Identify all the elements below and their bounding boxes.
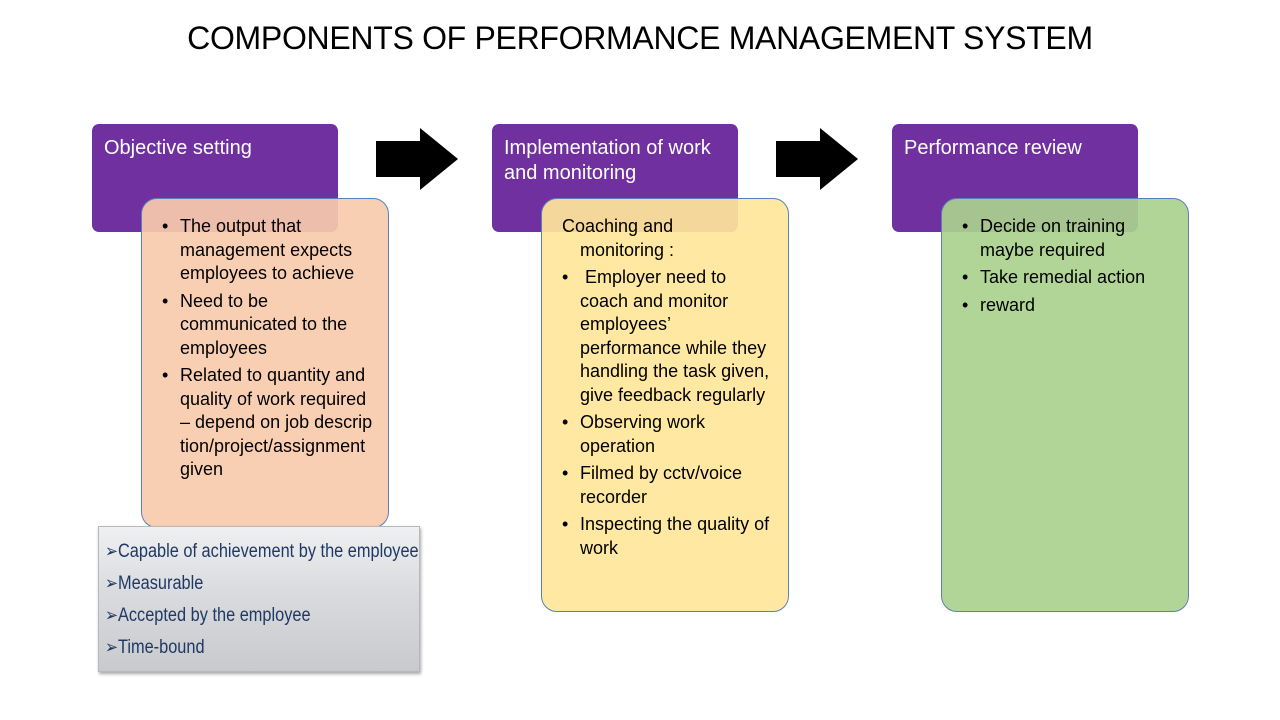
page-title: COMPONENTS OF PERFORMANCE MANAGEMENT SYS… [187,20,1093,56]
stage-box-objective-setting: The output that management expects emplo… [141,198,389,528]
objective-criteria-box: ➢Capable of achievement by the employee … [98,526,420,672]
coaching-intro-line2: monitoring : [580,239,675,260]
arrowhead-bullet-icon: ➢ [105,573,118,593]
stage-box-implementation: Coaching and monitoring : Employer need … [541,198,789,612]
criteria-item: ➢Capable of achievement by the employee [105,535,419,567]
criteria-item-label: Measurable [117,573,204,594]
criteria-item-label: Accepted by the employee [117,605,311,626]
stage-box-performance-review: Decide on training maybe required Take r… [941,198,1189,612]
list-item: Observing work operation [558,411,776,458]
criteria-item: ➢Time-bound [105,631,370,663]
list-item: Filmed by cctv/voice recorder [558,462,776,509]
list-item: Need to be communicated to the employees [158,290,376,361]
criteria-item-label: Time-bound [117,637,205,658]
arrowhead-bullet-icon: ➢ [105,541,118,561]
criteria-item-label: Capable of achievement by the employee [117,541,419,562]
right-arrow-icon [776,128,858,190]
stage-list: Employer need to coach and monitor emplo… [558,266,776,560]
coaching-intro-line1: Coaching and [562,216,674,236]
list-item: Decide on training maybe required [958,215,1176,262]
criteria-item: ➢Measurable [105,567,370,599]
arrowhead-bullet-icon: ➢ [105,605,118,625]
arrowhead-bullet-icon: ➢ [105,637,118,657]
list-item: Inspecting the quality of work [558,513,776,560]
list-item: Take remedial action [958,266,1176,290]
stage-list: Decide on training maybe required Take r… [958,215,1176,317]
criteria-item: ➢Accepted by the employee [105,599,370,631]
right-arrow-icon [376,128,458,190]
list-item: The output that management expects emplo… [158,215,376,286]
list-item: reward [958,294,1176,318]
stage-list: The output that management expects emplo… [158,215,376,482]
list-item: Employer need to coach and monitor emplo… [558,266,776,407]
list-item: Related to quantity and quality of work … [158,364,376,482]
